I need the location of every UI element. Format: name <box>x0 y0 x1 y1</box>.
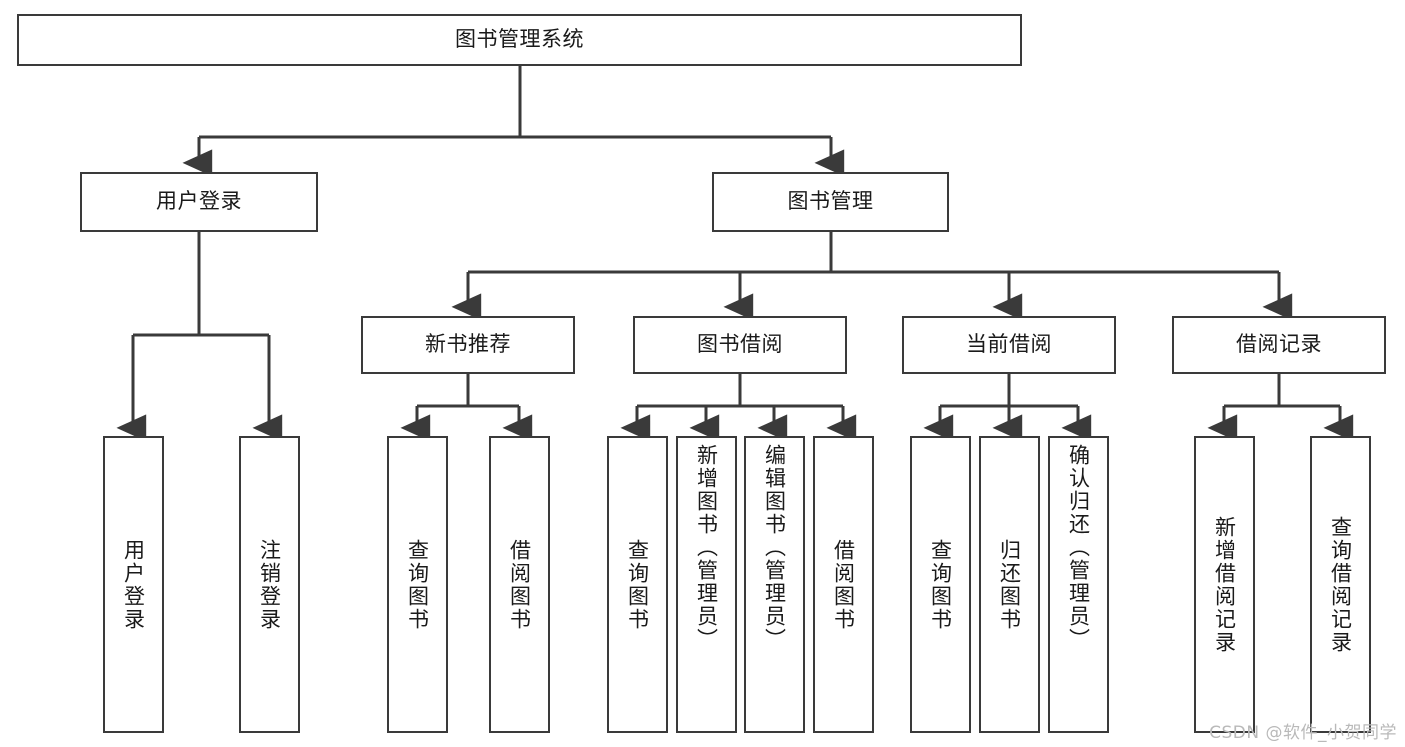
node-label: 查询图书 <box>625 538 650 631</box>
node-label: 新书推荐 <box>425 332 511 357</box>
node-label: 借阅图书 <box>831 538 856 631</box>
node-label: 编辑图书（管理员） <box>762 444 787 651</box>
leaf-new-book-borrow-book[interactable]: 借阅图书 <box>489 436 550 733</box>
node-label: 图书管理 <box>787 189 874 214</box>
node-new-book-recommend[interactable]: 新书推荐 <box>361 316 575 374</box>
leaf-current-borrow-return-book[interactable]: 归还图书 <box>979 436 1040 733</box>
node-label: 用户登录 <box>121 538 146 631</box>
node-label: 当前借阅 <box>966 332 1052 357</box>
leaf-current-borrow-query-book[interactable]: 查询图书 <box>910 436 971 733</box>
leaf-new-book-query-book[interactable]: 查询图书 <box>387 436 448 733</box>
node-label: 归还图书 <box>997 538 1022 631</box>
leaf-borrow-record-query-record[interactable]: 查询借阅记录 <box>1310 436 1371 733</box>
node-label: 查询借阅记录 <box>1328 515 1353 654</box>
node-borrow-record[interactable]: 借阅记录 <box>1172 316 1386 374</box>
node-user-login[interactable]: 用户登录 <box>80 172 318 232</box>
leaf-book-borrow-query-book[interactable]: 查询图书 <box>607 436 668 733</box>
leaf-book-borrow-add-book[interactable]: 新增图书（管理员） <box>676 436 737 733</box>
leaf-current-borrow-confirm-return[interactable]: 确认归还（管理员） <box>1048 436 1109 733</box>
node-book-management[interactable]: 图书管理 <box>712 172 949 232</box>
node-label: 新增借阅记录 <box>1212 515 1237 654</box>
node-label: 查询图书 <box>928 538 953 631</box>
node-label: 新增图书（管理员） <box>694 444 719 651</box>
node-label: 图书借阅 <box>697 332 783 357</box>
leaf-user-login-login[interactable]: 用户登录 <box>103 436 164 733</box>
leaf-user-login-logout[interactable]: 注销登录 <box>239 436 300 733</box>
leaf-borrow-record-add-record[interactable]: 新增借阅记录 <box>1194 436 1255 733</box>
leaf-book-borrow-edit-book[interactable]: 编辑图书（管理员） <box>744 436 805 733</box>
csdn-watermark: CSDN @软件_小贺同学 <box>1209 723 1397 743</box>
node-label: 借阅记录 <box>1236 332 1322 357</box>
node-current-borrow[interactable]: 当前借阅 <box>902 316 1116 374</box>
node-label: 借阅图书 <box>507 538 532 631</box>
node-label: 用户登录 <box>156 189 242 214</box>
node-root-system[interactable]: 图书管理系统 <box>17 14 1022 66</box>
node-label: 图书管理系统 <box>455 27 584 52</box>
node-book-borrow[interactable]: 图书借阅 <box>633 316 847 374</box>
node-label: 注销登录 <box>257 538 282 631</box>
node-label: 查询图书 <box>405 538 430 631</box>
node-label: 确认归还（管理员） <box>1066 444 1091 651</box>
leaf-book-borrow-borrow-book[interactable]: 借阅图书 <box>813 436 874 733</box>
